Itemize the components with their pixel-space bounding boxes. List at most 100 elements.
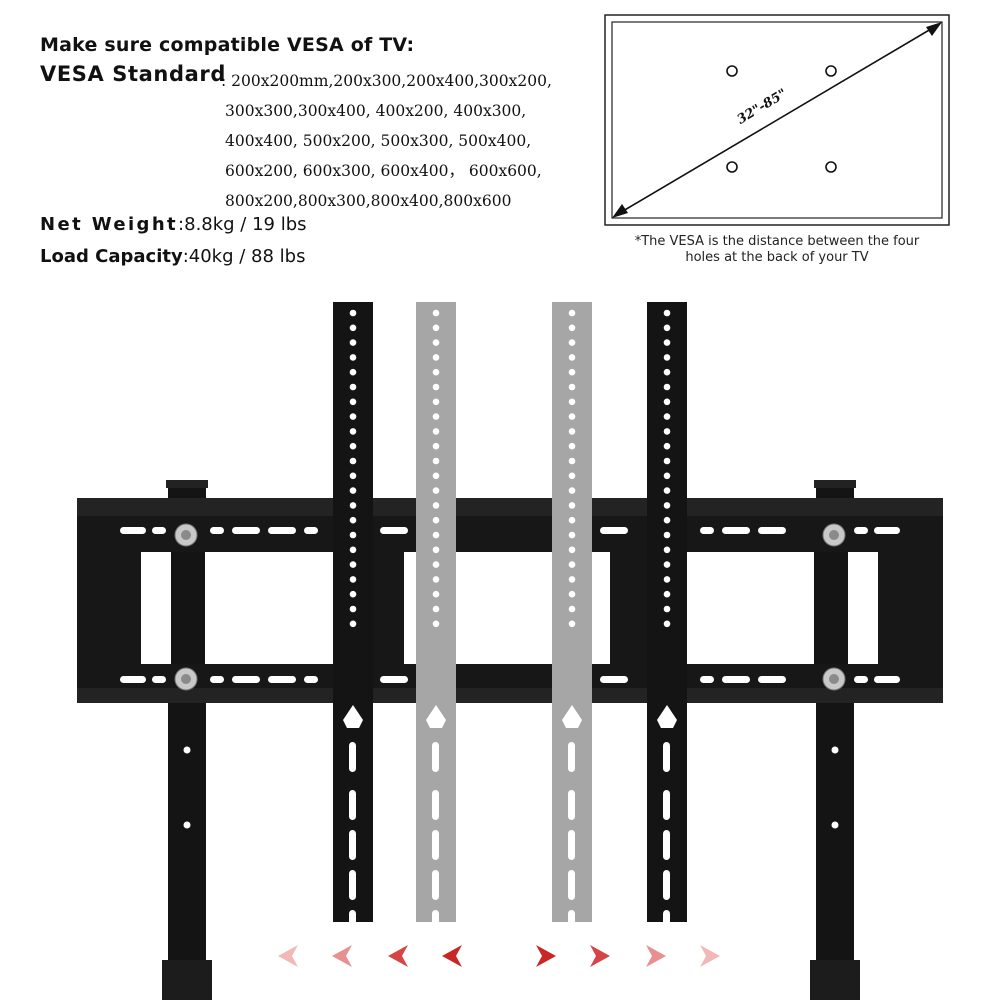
- arm-hook: [657, 705, 677, 728]
- vesa-hole: [825, 161, 837, 173]
- tv-mount-illustration: [77, 302, 943, 1000]
- arm-hole: [349, 398, 357, 406]
- arm-hole: [349, 487, 357, 494]
- arm-hole: [663, 516, 671, 524]
- arm-hole: [349, 531, 357, 539]
- arm-hole: [568, 516, 576, 524]
- arm-hole: [568, 428, 576, 435]
- arm-hole: [663, 428, 671, 435]
- arm-hole: [663, 398, 671, 406]
- vesa-hole: [726, 161, 738, 173]
- arm-hole: [349, 620, 357, 628]
- bolt-icon: [822, 523, 846, 547]
- arm-hole: [432, 576, 440, 583]
- bolt-icon: [174, 523, 198, 547]
- plate-cutout: [686, 552, 814, 664]
- arm-slot: [663, 910, 670, 940]
- arm-slot: [349, 790, 356, 820]
- vesa-sizes-line: 400x400, 500x200, 500x300, 500x400,: [225, 132, 532, 150]
- arm-slot: [432, 830, 439, 860]
- load-capacity-row: Load Capacity:40kg / 88 lbs: [40, 246, 305, 267]
- mount-plate-bottom-rail: [77, 688, 943, 703]
- vesa-note-line: holes at the back of your TV: [685, 250, 869, 265]
- arm-hole: [432, 457, 440, 465]
- arm-slot: [349, 910, 356, 940]
- arm-slot: [663, 830, 670, 860]
- arm-hole: [432, 324, 440, 332]
- arm-hole: [568, 487, 576, 494]
- arm-hole: [432, 590, 440, 598]
- arm-hole: [568, 413, 576, 420]
- load-capacity-value: :40kg / 88 lbs: [182, 246, 306, 267]
- arm-hole: [432, 368, 440, 376]
- arm-hole: [349, 413, 357, 420]
- post-hole: [183, 821, 191, 829]
- arm-hole: [432, 442, 440, 450]
- arm-hole: [349, 442, 357, 450]
- tv-vesa-diagram: 32"-85": [604, 14, 950, 226]
- arm-hook: [426, 705, 446, 728]
- diagonal-arrowhead-top: [926, 22, 942, 36]
- net-weight-value: :8.8kg / 19 lbs: [178, 214, 307, 235]
- vesa-sizes-line: 600x200, 600x300, 600x400， 600x600,: [225, 162, 542, 180]
- arm-hole: [349, 324, 357, 332]
- arrow-left-icon: [442, 945, 462, 967]
- right-stand-collar: [810, 960, 860, 1000]
- arm-slot: [568, 870, 575, 900]
- net-weight-row: Net Weight:8.8kg / 19 lbs: [40, 214, 307, 235]
- arm-hole: [568, 502, 576, 509]
- arm-hole: [349, 368, 357, 376]
- arm-hole: [432, 413, 440, 420]
- bolt-icon: [174, 667, 198, 691]
- arm-hook: [343, 705, 363, 728]
- arm-slot: [432, 870, 439, 900]
- arm-slot: [349, 742, 356, 772]
- vesa-standard-label: VESA Standard: [40, 62, 226, 86]
- plate-cutout: [848, 552, 878, 664]
- arm-hole: [568, 590, 576, 598]
- arm-hole: [432, 561, 440, 568]
- arm-hole: [663, 339, 671, 346]
- right-stand-post-cap: [814, 480, 856, 488]
- arm-hole: [663, 531, 671, 539]
- arm-hole: [663, 472, 671, 480]
- arm-hole: [663, 413, 671, 420]
- diagonal-line: [617, 25, 937, 215]
- arm-hole: [568, 309, 576, 317]
- arm-hole: [568, 457, 576, 465]
- arm-hole: [349, 516, 357, 524]
- arm-hole: [663, 442, 671, 450]
- arm-hole: [663, 561, 671, 568]
- arm-hole: [568, 620, 576, 628]
- arm-hole: [663, 590, 671, 598]
- arm-hole: [432, 428, 440, 435]
- arm-hole: [568, 383, 576, 391]
- arm-hole: [349, 354, 357, 361]
- post-hole: [183, 746, 191, 754]
- vesa-note-line: *The VESA is the distance between the fo…: [634, 234, 920, 249]
- arrow-left-icon: [332, 945, 352, 967]
- arm-hole: [432, 620, 440, 628]
- vesa-hole: [726, 65, 738, 77]
- arm-hole: [349, 605, 357, 613]
- left-stand-collar: [162, 960, 212, 1000]
- arm-hole: [663, 576, 671, 583]
- arm-hole: [568, 368, 576, 376]
- arm-hole: [349, 339, 357, 346]
- arm-hole: [663, 324, 671, 332]
- sliding-arrows: [278, 945, 720, 967]
- arm-hole: [568, 324, 576, 332]
- arm-hole: [349, 546, 357, 554]
- arm-hole: [432, 546, 440, 554]
- arm-hole: [349, 428, 357, 435]
- arm-hole: [663, 354, 671, 361]
- vesa-heading: Make sure compatible VESA of TV:: [40, 34, 415, 56]
- arm-hole: [663, 487, 671, 494]
- diagonal-arrowhead-bottom: [612, 204, 628, 218]
- arm-hole: [663, 383, 671, 391]
- arm-hole: [349, 561, 357, 568]
- arm-hole: [663, 309, 671, 317]
- arm-hole: [432, 339, 440, 346]
- arm-hole: [663, 457, 671, 465]
- arm-hole: [568, 442, 576, 450]
